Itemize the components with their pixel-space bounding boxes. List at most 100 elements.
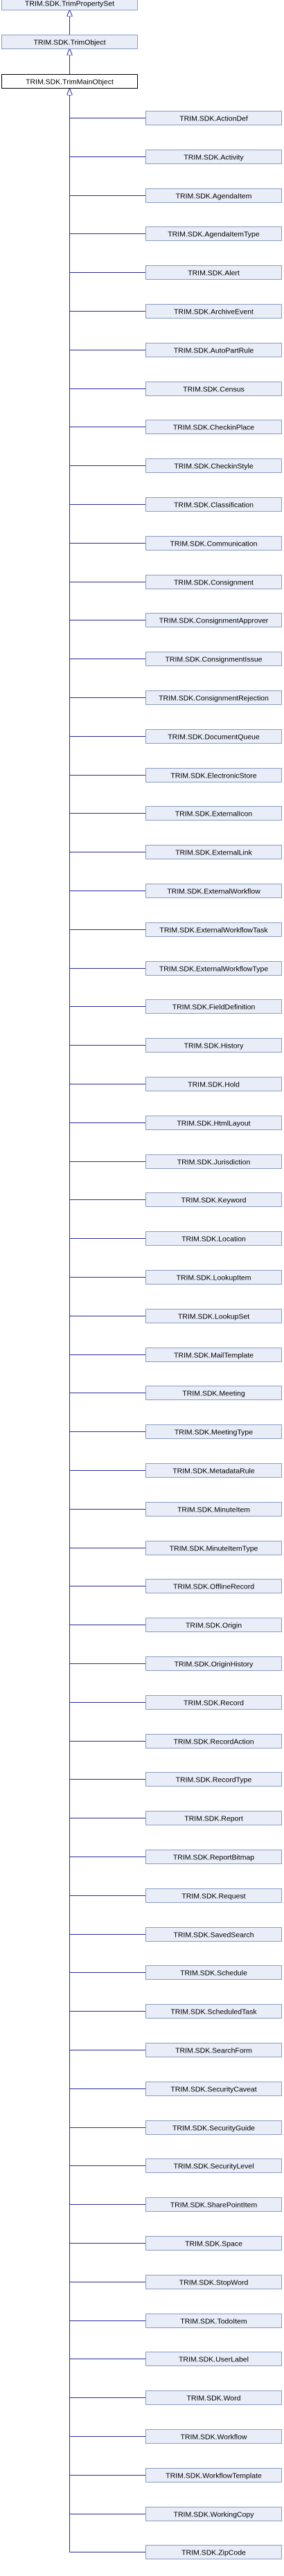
derived-class-jurisdiction[interactable]: TRIM.SDK.Jurisdiction [145, 1154, 282, 1169]
derived-class-jurisdiction-box [145, 1154, 282, 1169]
derived-class-user-label[interactable]: TRIM.SDK.UserLabel [145, 2352, 282, 2366]
derived-class-share-point-item-box [145, 2197, 282, 2212]
derived-class-checkin-place-box [145, 420, 282, 434]
derived-class-external-workflow-label: TRIM.SDK.ExternalWorkflow [167, 887, 260, 895]
derived-class-activity-box [145, 150, 282, 164]
derived-class-alert-label: TRIM.SDK.Alert [188, 269, 240, 277]
derived-class-zip-code-label: TRIM.SDK.ZipCode [181, 2548, 246, 2557]
derived-class-report-bitmap[interactable]: TRIM.SDK.ReportBitmap [145, 1850, 282, 1864]
derived-class-origin-label: TRIM.SDK.Origin [186, 1621, 242, 1629]
derived-class-record-action[interactable]: TRIM.SDK.RecordAction [145, 1734, 282, 1748]
derived-class-mail-template[interactable]: TRIM.SDK.MailTemplate [145, 1348, 282, 1362]
derived-class-meeting[interactable]: TRIM.SDK.Meeting [145, 1386, 282, 1400]
derived-class-html-layout[interactable]: TRIM.SDK.HtmlLayout [145, 1116, 282, 1130]
derived-class-record-type[interactable]: TRIM.SDK.RecordType [145, 1772, 282, 1787]
derived-class-location[interactable]: TRIM.SDK.Location [145, 1231, 282, 1246]
derived-class-minute-item-type[interactable]: TRIM.SDK.MinuteItemType [145, 1541, 282, 1555]
derived-class-word[interactable]: TRIM.SDK.Word [145, 2390, 282, 2405]
derived-class-consignment-approver[interactable]: TRIM.SDK.ConsignmentApprover [145, 613, 282, 627]
derived-class-todo-item[interactable]: TRIM.SDK.TodoItem [145, 2314, 282, 2328]
derived-class-activity[interactable]: TRIM.SDK.Activity [145, 150, 282, 164]
derived-class-agenda-item-label: TRIM.SDK.AgendaItem [176, 192, 252, 200]
derived-class-scheduled-task[interactable]: TRIM.SDK.ScheduledTask [145, 2004, 282, 2019]
derived-class-search-form-box [145, 2043, 282, 2057]
base-class-trim-property-set-box [1, 0, 138, 10]
derived-class-lookup-set[interactable]: TRIM.SDK.LookupSet [145, 1309, 282, 1323]
derived-class-agenda-item[interactable]: TRIM.SDK.AgendaItem [145, 188, 282, 203]
derived-class-external-workflow-task[interactable]: TRIM.SDK.ExternalWorkflowTask [145, 922, 282, 937]
derived-class-zip-code[interactable]: TRIM.SDK.ZipCode [145, 2545, 282, 2559]
derived-class-stop-word[interactable]: TRIM.SDK.StopWord [145, 2275, 282, 2289]
derived-class-census-box [145, 382, 282, 396]
derived-class-external-workflow-type[interactable]: TRIM.SDK.ExternalWorkflowType [145, 961, 282, 976]
derived-class-meeting-type[interactable]: TRIM.SDK.MeetingType [145, 1424, 282, 1439]
derived-class-auto-part-rule[interactable]: TRIM.SDK.AutoPartRule [145, 343, 282, 357]
derived-class-request-label: TRIM.SDK.Request [181, 1892, 245, 1900]
derived-class-origin-history[interactable]: TRIM.SDK.OriginHistory [145, 1656, 282, 1671]
derived-class-consignment[interactable]: TRIM.SDK.Consignment [145, 575, 282, 589]
derived-class-external-workflow-type-label: TRIM.SDK.ExternalWorkflowType [159, 965, 269, 973]
derived-class-html-layout-box [145, 1116, 282, 1130]
derived-class-external-icon-box [145, 806, 282, 821]
derived-class-consignment-issue[interactable]: TRIM.SDK.ConsignmentIssue [145, 652, 282, 666]
derived-class-minute-item[interactable]: TRIM.SDK.MinuteItem [145, 1502, 282, 1517]
derived-class-workflow[interactable]: TRIM.SDK.Workflow [145, 2429, 282, 2444]
derived-class-electronic-store[interactable]: TRIM.SDK.ElectronicStore [145, 768, 282, 782]
derived-class-document-queue[interactable]: TRIM.SDK.DocumentQueue [145, 729, 282, 744]
derived-class-workflow-template[interactable]: TRIM.SDK.WorkflowTemplate [145, 2468, 282, 2483]
derived-class-minute-item-label: TRIM.SDK.MinuteItem [177, 1505, 250, 1514]
derived-class-classification-label: TRIM.SDK.Classification [174, 501, 254, 509]
derived-class-external-icon[interactable]: TRIM.SDK.ExternalIcon [145, 806, 282, 821]
derived-class-security-caveat[interactable]: TRIM.SDK.SecurityCaveat [145, 2082, 282, 2096]
derived-class-action-def[interactable]: TRIM.SDK.ActionDef [145, 111, 282, 125]
derived-class-report[interactable]: TRIM.SDK.Report [145, 1811, 282, 1825]
derived-class-origin[interactable]: TRIM.SDK.Origin [145, 1618, 282, 1632]
derived-class-activity-label: TRIM.SDK.Activity [184, 153, 244, 161]
derived-class-share-point-item[interactable]: TRIM.SDK.SharePointItem [145, 2197, 282, 2212]
derived-class-workflow-template-label: TRIM.SDK.WorkflowTemplate [166, 2471, 262, 2480]
derived-class-agenda-item-type[interactable]: TRIM.SDK.AgendaItemType [145, 226, 282, 241]
derived-class-metadata-rule[interactable]: TRIM.SDK.MetadataRule [145, 1463, 282, 1478]
derived-class-checkin-style-box [145, 458, 282, 473]
derived-class-external-workflow[interactable]: TRIM.SDK.ExternalWorkflow [145, 884, 282, 898]
derived-class-archive-event-box [145, 304, 282, 319]
derived-class-communication[interactable]: TRIM.SDK.Communication [145, 536, 282, 551]
base-class-trim-property-set[interactable]: TRIM.SDK.TrimPropertySet [1, 0, 138, 10]
derived-class-request[interactable]: TRIM.SDK.Request [145, 1888, 282, 1903]
derived-class-security-level[interactable]: TRIM.SDK.SecurityLevel [145, 2158, 282, 2173]
derived-class-consignment-rejection[interactable]: TRIM.SDK.ConsignmentRejection [145, 690, 282, 705]
derived-class-keyword[interactable]: TRIM.SDK.Keyword [145, 1192, 282, 1207]
derived-class-working-copy[interactable]: TRIM.SDK.WorkingCopy [145, 2507, 282, 2521]
derived-class-consignment-box [145, 575, 282, 589]
derived-class-field-definition[interactable]: TRIM.SDK.FieldDefinition [145, 999, 282, 1014]
derived-class-archive-event[interactable]: TRIM.SDK.ArchiveEvent [145, 304, 282, 319]
derived-class-space[interactable]: TRIM.SDK.Space [145, 2236, 282, 2251]
derived-class-schedule-label: TRIM.SDK.Schedule [180, 1969, 247, 1977]
derived-class-checkin-place[interactable]: TRIM.SDK.CheckinPlace [145, 420, 282, 434]
derived-class-saved-search[interactable]: TRIM.SDK.SavedSearch [145, 1927, 282, 1942]
derived-class-hold-label: TRIM.SDK.Hold [188, 1080, 240, 1089]
derived-class-metadata-rule-label: TRIM.SDK.MetadataRule [172, 1467, 255, 1475]
derived-class-consignment-issue-label: TRIM.SDK.ConsignmentIssue [165, 655, 262, 663]
derived-class-lookup-item[interactable]: TRIM.SDK.LookupItem [145, 1270, 282, 1285]
current-class-trim-main-object-label: TRIM.SDK.TrimMainObject [26, 78, 114, 86]
derived-class-schedule[interactable]: TRIM.SDK.Schedule [145, 1965, 282, 1980]
derived-class-classification[interactable]: TRIM.SDK.Classification [145, 497, 282, 512]
derived-class-security-guide[interactable]: TRIM.SDK.SecurityGuide [145, 2120, 282, 2135]
derived-class-record[interactable]: TRIM.SDK.Record [145, 1695, 282, 1710]
derived-class-saved-search-box [145, 1927, 282, 1942]
derived-class-external-link[interactable]: TRIM.SDK.ExternalLink [145, 845, 282, 859]
base-class-trim-object[interactable]: TRIM.SDK.TrimObject [1, 35, 138, 49]
derived-class-search-form[interactable]: TRIM.SDK.SearchForm [145, 2043, 282, 2057]
current-class-trim-main-object[interactable]: TRIM.SDK.TrimMainObject [1, 74, 138, 89]
derived-class-history[interactable]: TRIM.SDK.History [145, 1038, 282, 1053]
derived-class-security-caveat-label: TRIM.SDK.SecurityCaveat [170, 2085, 256, 2093]
derived-class-alert[interactable]: TRIM.SDK.Alert [145, 265, 282, 280]
base-class-trim-property-set-label: TRIM.SDK.TrimPropertySet [25, 0, 114, 8]
derived-class-hold[interactable]: TRIM.SDK.Hold [145, 1077, 282, 1091]
derived-class-checkin-style[interactable]: TRIM.SDK.CheckinStyle [145, 458, 282, 473]
derived-class-census-label: TRIM.SDK.Census [183, 385, 245, 393]
derived-class-census[interactable]: TRIM.SDK.Census [145, 382, 282, 396]
derived-class-saved-search-label: TRIM.SDK.SavedSearch [173, 1931, 254, 1939]
derived-class-offline-record[interactable]: TRIM.SDK.OfflineRecord [145, 1579, 282, 1593]
